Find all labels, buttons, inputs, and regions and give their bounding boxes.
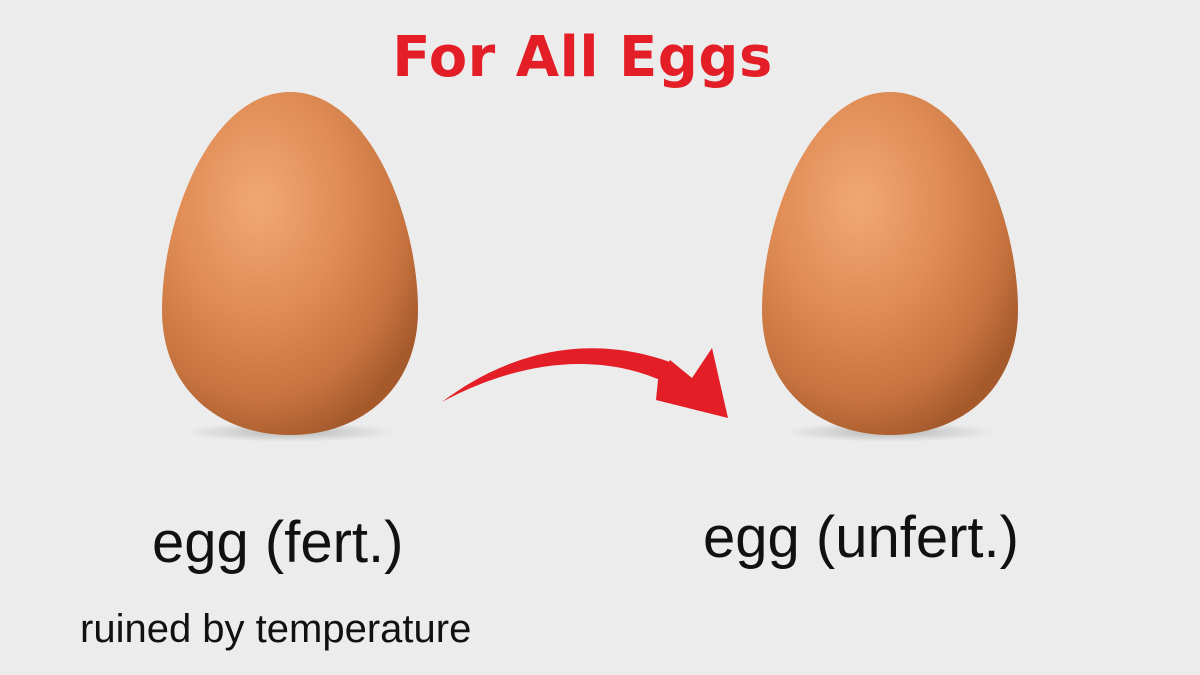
temperature-note: ruined by temperature: [80, 607, 472, 651]
unfertilized-egg-icon: [762, 92, 1018, 442]
page-title: For All Eggs: [392, 25, 773, 90]
unfertilized-egg-label: egg (unfert.): [703, 505, 1019, 570]
fertilized-egg-icon: [162, 92, 418, 442]
curved-arrow-icon: [442, 348, 728, 418]
fertilized-egg-label: egg (fert.): [152, 510, 404, 575]
